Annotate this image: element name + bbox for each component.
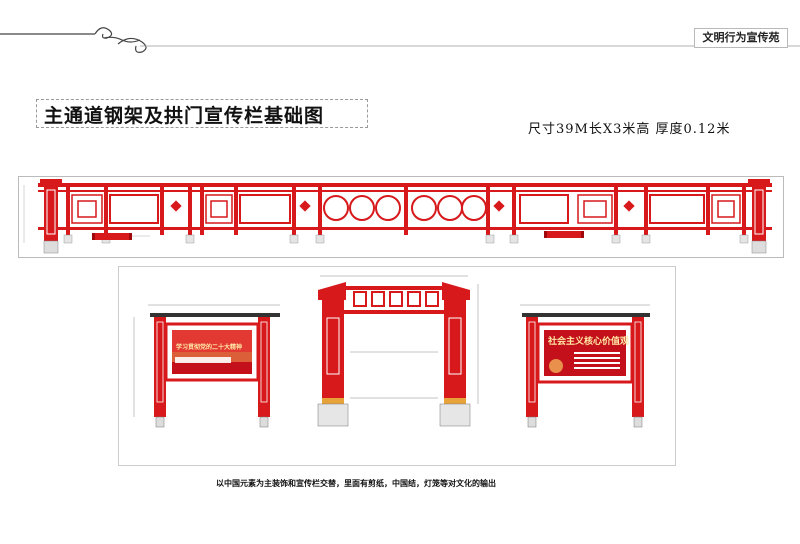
chinese-knot-ornaments (170, 200, 635, 212)
display-panels (109, 194, 705, 224)
left-poster-headline: 学习贯彻党的二十大精神 (176, 344, 243, 351)
dimension-spec: 尺寸39M长X3米高 厚度0.12米 (528, 122, 731, 137)
right-poster-headline: 社会主义核心价值观 (548, 337, 630, 347)
detail-frame (118, 266, 676, 466)
caption: 以中国元素为主装饰和宣传栏交替，里面有剪纸，中国结，灯笼等对文化的输出 (216, 479, 496, 488)
end-post-left (40, 179, 62, 254)
brand-tag: 文明行为宣传苑 (694, 28, 788, 48)
lantern-circles (323, 195, 487, 221)
right-board-elevation (520, 304, 650, 428)
lattice-windows (71, 194, 741, 224)
elevation-frame (18, 176, 784, 258)
posts (66, 185, 746, 235)
page-title: 主通道钢架及拱门宣传栏基础图 (44, 105, 325, 127)
arch-gate-elevation (317, 275, 479, 427)
scroll-banners (92, 231, 584, 240)
title-box (36, 99, 368, 128)
cloud-line-ornament (0, 27, 800, 53)
dimension-marks (23, 185, 150, 243)
end-post-right (748, 179, 770, 254)
left-board-elevation (133, 304, 280, 428)
